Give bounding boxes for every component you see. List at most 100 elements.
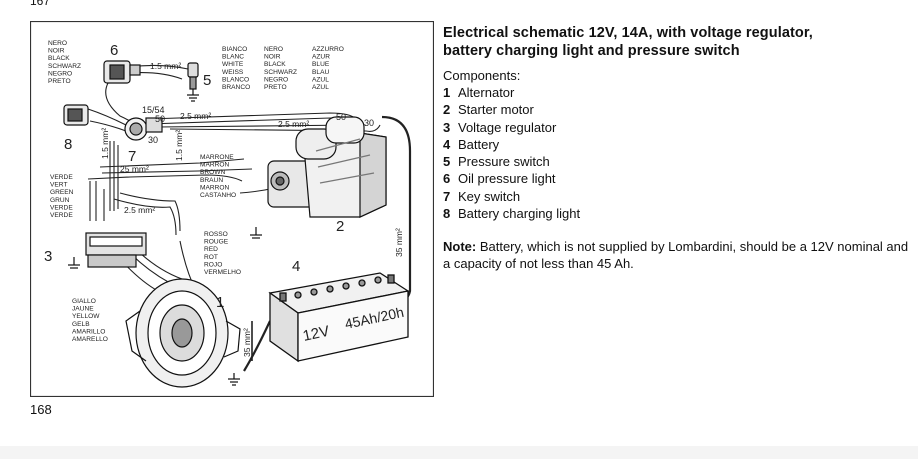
callout-2: 2 (336, 218, 344, 235)
callout-8: 8 (64, 136, 72, 153)
wire-size-label: 2.5 mm² (124, 205, 155, 215)
color-name: NEGRO (264, 76, 288, 83)
color-name: PRETO (264, 84, 287, 91)
color-name: ROT (204, 254, 218, 261)
pressure-switch-5 (187, 62, 199, 102)
page-footer-band (0, 446, 918, 459)
color-name: BRANCO (222, 84, 250, 91)
color-name: RED (204, 246, 218, 253)
color-name: AMARELLO (72, 336, 108, 343)
wire-size-label: 1.5 mm² (150, 61, 181, 71)
color-name: CASTANHO (200, 192, 236, 199)
color-name: GREEN (50, 189, 74, 196)
color-name: NOIR (264, 54, 281, 61)
battery-voltage-label: 12V (301, 323, 331, 345)
color-name: VERDE (50, 204, 73, 211)
color-name: BLAU (312, 69, 329, 76)
callout-6: 6 (110, 42, 118, 59)
page-number-top: 167 (30, 0, 51, 8)
color-name: GIALLO (72, 298, 96, 305)
wire-size-label: 25 mm² (120, 164, 149, 174)
callout-4: 4 (292, 258, 300, 275)
color-name: BLACK (264, 61, 286, 68)
color-name: AZUL (312, 84, 329, 91)
wire-size-label: 2.5 mm² (180, 111, 211, 121)
terminal-15-54: 15/54 (142, 105, 165, 115)
note-body: Battery, which is not supplied by Lombar… (443, 239, 909, 272)
color-name: ROUGE (204, 239, 229, 246)
color-name: NOIR (48, 48, 65, 55)
color-name: BLUE (312, 61, 330, 68)
color-name: BLACK (48, 55, 70, 62)
color-name: SCHWARZ (48, 63, 81, 70)
color-name: BLANCO (222, 76, 249, 83)
title-line: Electrical schematic 12V, 14A, with volt… (443, 25, 813, 41)
color-name: GRUN (50, 197, 70, 204)
terminal-30: 30 (148, 135, 158, 145)
color-name: BRAUN (200, 177, 223, 184)
callout-1: 1 (216, 294, 224, 311)
color-name: ROJO (204, 261, 222, 268)
color-name: BROWN (200, 169, 226, 176)
key-switch-7 (124, 117, 163, 141)
color-name: NEGRO (48, 70, 72, 77)
alternator-1 (125, 278, 241, 388)
color-name: ROSSO (204, 231, 228, 238)
color-name: NERO (48, 40, 67, 47)
color-name: AZUL (312, 76, 329, 83)
page-number-bottom: 168 (30, 402, 52, 417)
terminal-50: 50 (155, 114, 165, 124)
schematic-title: Electrical schematic 12V, 14A, with volt… (443, 24, 913, 60)
battery-charging-light-8 (63, 104, 89, 126)
color-name: NERO (264, 46, 283, 53)
note-label: Note: (443, 239, 477, 255)
schematic-drawing: 6 5 8 7 2 3 4 1 15/54 50 30 50 30 1.5 mm… (30, 21, 434, 397)
wire-size-label: 2.5 mm² (278, 119, 309, 129)
color-name: AMARILLO (72, 328, 105, 335)
wire-size-label: 35 mm² (394, 228, 404, 257)
color-name: SCHWARZ (264, 69, 297, 76)
terminal-30-starter: 30 (364, 118, 374, 128)
electrical-schematic: 6 5 8 7 2 3 4 1 15/54 50 30 50 30 1.5 mm… (30, 21, 434, 397)
components-heading: Components: (443, 68, 521, 83)
color-name: MARRON (200, 184, 230, 191)
color-name: AZZURRO (312, 46, 344, 53)
color-name: MARRON (200, 162, 230, 169)
callout-3: 3 (44, 248, 52, 265)
color-name: YELLOW (72, 313, 100, 320)
color-name: BIANCO (222, 46, 247, 53)
color-name: AZUR (312, 54, 330, 61)
color-name: MARRONE (200, 154, 234, 161)
battery-note: Note: Battery, which is not supplied by … (443, 238, 913, 272)
callout-5: 5 (203, 72, 211, 89)
color-name: BLANC (222, 54, 244, 61)
color-name: JAUNE (72, 306, 94, 313)
color-legend-black-white-blue: BIANCO NERO AZZURRO BLANC NOIR AZUR WHITE BLACK… (222, 46, 344, 91)
description-panel: Electrical schematic 12V, 14A, with volt… (443, 24, 913, 272)
wire-size-label: 1.5 mm² (174, 130, 184, 161)
starter-motor-2 (250, 116, 387, 239)
callout-7: 7 (128, 148, 136, 165)
oil-pressure-light-6 (103, 60, 141, 84)
color-name: WHITE (222, 61, 244, 68)
title-line: battery charging light and pressure swit… (443, 43, 740, 59)
wire-size-label: 1.5 mm² (100, 128, 110, 159)
color-name: VERDE (50, 174, 73, 181)
ground-symbol (228, 373, 240, 386)
wire-size-label: 35 mm² (242, 328, 252, 357)
color-name: VERDE (50, 212, 73, 219)
color-name: VERMELHO (204, 269, 241, 276)
